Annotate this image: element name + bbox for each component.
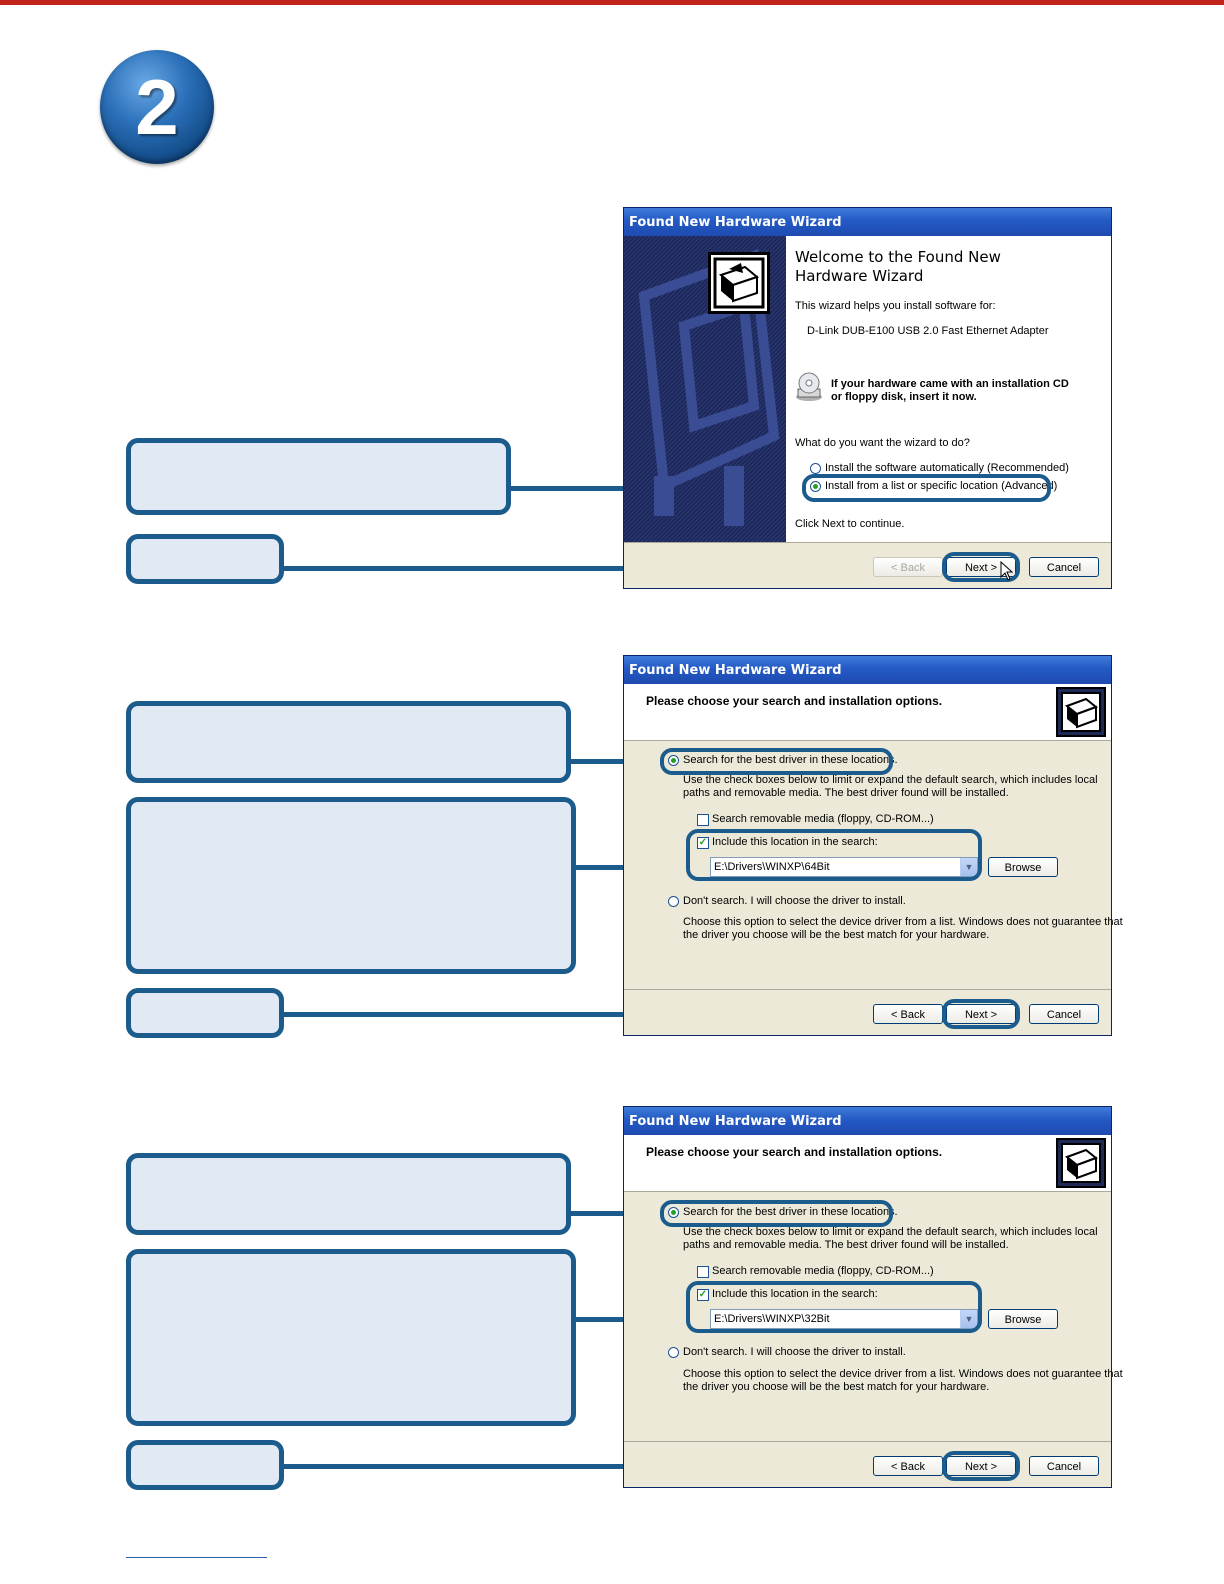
connector-search-option-1: [570, 759, 662, 764]
wizard-content: Welcome to the Found New Hardware Wizard…: [786, 236, 1111, 542]
radio-install-advanced-label: Install from a list or specific location…: [825, 480, 1058, 492]
back-button[interactable]: < Back: [873, 1004, 943, 1024]
checkbox-removable-media-label: Search removable media (floppy, CD-ROM..…: [712, 1265, 934, 1277]
highlight-include-location: [686, 1281, 982, 1333]
highlight-search-option: [660, 1200, 893, 1227]
highlight-search-option: [660, 748, 893, 775]
wizard-dialog-welcome: Found New Hardware Wizard: [623, 207, 1112, 589]
options-heading: Please choose your search and installati…: [646, 1145, 943, 1159]
radio-dont-search[interactable]: [668, 896, 679, 907]
radio-install-auto[interactable]: [810, 463, 821, 474]
step-number-badge: 2: [100, 50, 214, 164]
callout-search-option-2: [126, 1153, 571, 1235]
cd-icon: [794, 371, 824, 403]
connector-next-3: [283, 1464, 943, 1469]
callout-next-1: [126, 534, 284, 584]
checkbox-include-location-label: Include this location in the search:: [712, 1288, 878, 1300]
dont-search-description-line1: Choose this option to select the device …: [683, 916, 1123, 928]
button-bar: [624, 542, 1111, 543]
wizard-dialog-options-32bit: Found New Hardware Wizard Please choose …: [623, 1106, 1123, 1488]
back-button[interactable]: < Back: [873, 557, 943, 577]
callout-include-location-1: [126, 797, 576, 974]
cancel-button[interactable]: Cancel: [1029, 1456, 1099, 1476]
highlight-advanced-option: [802, 474, 1051, 502]
options-heading: Please choose your search and installati…: [646, 694, 943, 708]
callout-next-3: [126, 1440, 284, 1490]
radio-dont-search-label: Don't search. I will choose the driver t…: [683, 895, 906, 907]
mouse-cursor-icon: [1000, 560, 1014, 586]
highlight-next-button: [942, 552, 1020, 582]
radio-install-advanced[interactable]: [810, 481, 821, 492]
radio-install-auto-label: Install the software automatically (Reco…: [825, 462, 1069, 474]
checkbox-removable-media[interactable]: [697, 1266, 709, 1278]
welcome-heading: Welcome to the Found New Hardware Wizard: [795, 248, 1001, 285]
radio-dont-search-label: Don't search. I will choose the driver t…: [683, 1346, 906, 1358]
radio-search-best[interactable]: [668, 1207, 679, 1218]
top-red-strip: [0, 0, 1224, 5]
next-button[interactable]: Next >: [946, 1456, 1016, 1476]
footer-rule: [126, 1557, 267, 1558]
radio-dont-search[interactable]: [668, 1347, 679, 1358]
back-button[interactable]: < Back: [873, 1456, 943, 1476]
step-number: 2: [135, 63, 179, 151]
hardware-wizard-icon: [1056, 1138, 1106, 1188]
next-button[interactable]: Next >: [946, 1004, 1016, 1024]
highlight-next-button: [942, 999, 1020, 1029]
dont-search-description-line2: the driver you choose will be the best m…: [683, 1381, 990, 1393]
question-text: What do you want the wizard to do?: [795, 437, 970, 449]
connector-search-option-2: [570, 1211, 662, 1216]
dialog-title: Found New Hardware Wizard: [624, 208, 1111, 236]
browse-button[interactable]: Browse: [988, 1309, 1058, 1329]
next-button[interactable]: Next >: [946, 557, 1016, 577]
cd-prompt-line1: If your hardware came with an installati…: [831, 378, 1069, 390]
intro-text: This wizard helps you install software f…: [795, 300, 996, 312]
callout-next-2: [126, 988, 284, 1038]
radio-search-best[interactable]: [668, 755, 679, 766]
search-description-line1: Use the check boxes below to limit or ex…: [683, 1226, 1098, 1238]
browse-button[interactable]: Browse: [988, 857, 1058, 877]
checkbox-removable-media-label: Search removable media (floppy, CD-ROM..…: [712, 813, 934, 825]
device-name: D-Link DUB-E100 USB 2.0 Fast Ethernet Ad…: [807, 325, 1049, 337]
dialog-header: Please choose your search and installati…: [624, 684, 1111, 741]
cancel-button[interactable]: Cancel: [1029, 1004, 1099, 1024]
location-path-combo[interactable]: E:\Drivers\WINXP\32Bit ▼: [710, 1309, 978, 1329]
callout-search-option-1: [126, 701, 571, 783]
highlight-include-location: [686, 829, 982, 881]
cd-prompt-line2: or floppy disk, insert it now.: [831, 391, 977, 403]
location-path: E:\Drivers\WINXP\32Bit: [714, 1313, 830, 1325]
cancel-button[interactable]: Cancel: [1029, 557, 1099, 577]
search-description-line2: paths and removable media. The best driv…: [683, 787, 1009, 799]
search-description-line2: paths and removable media. The best driv…: [683, 1239, 1009, 1251]
callout-install-option: [126, 438, 511, 515]
checkbox-include-location[interactable]: ✓: [697, 1289, 709, 1301]
highlight-next-button: [942, 1451, 1020, 1481]
radio-search-best-label: Search for the best driver in these loca…: [683, 1206, 898, 1218]
location-path-combo[interactable]: E:\Drivers\WINXP\64Bit ▼: [710, 857, 978, 877]
wizard-banner: [624, 236, 786, 542]
hardware-wizard-icon: [1056, 687, 1106, 737]
search-description-line1: Use the check boxes below to limit or ex…: [683, 774, 1098, 786]
wizard-dialog-options-64bit: Found New Hardware Wizard Please choose …: [623, 655, 1123, 1036]
location-path: E:\Drivers\WINXP\64Bit: [714, 861, 830, 873]
dialog-title: Found New Hardware Wizard: [624, 1107, 1111, 1135]
checkbox-include-location-label: Include this location in the search:: [712, 836, 878, 848]
hardware-wizard-icon: [708, 252, 770, 314]
connector-next-1: [283, 566, 943, 571]
continue-text: Click Next to continue.: [795, 518, 905, 530]
checkbox-include-location[interactable]: ✓: [697, 837, 709, 849]
radio-search-best-label: Search for the best driver in these loca…: [683, 754, 898, 766]
dialog-title: Found New Hardware Wizard: [624, 656, 1111, 684]
button-bar: [624, 989, 1111, 990]
wizard-banner-art: [624, 236, 786, 542]
button-bar: [624, 1441, 1111, 1442]
dont-search-description-line1: Choose this option to select the device …: [683, 1368, 1123, 1380]
checkbox-removable-media[interactable]: [697, 814, 709, 826]
connector-next-2: [283, 1012, 943, 1017]
dont-search-description-line2: the driver you choose will be the best m…: [683, 929, 990, 941]
dialog-header: Please choose your search and installati…: [624, 1135, 1111, 1192]
callout-include-location-2: [126, 1249, 576, 1426]
